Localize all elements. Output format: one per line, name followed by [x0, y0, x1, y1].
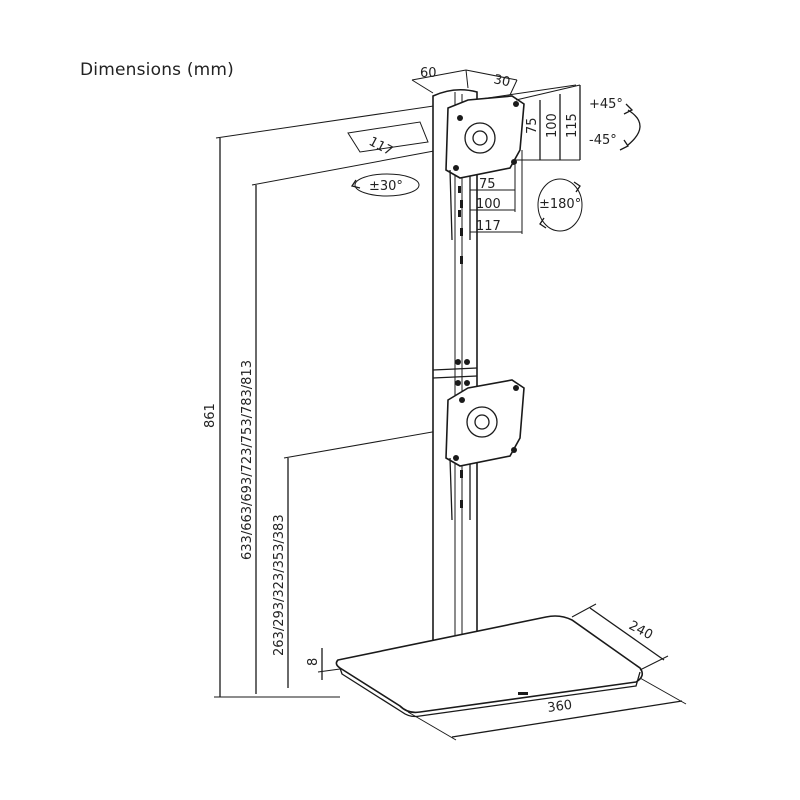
label-base-width: 360 [546, 698, 573, 716]
label-total-height: 861 [203, 403, 218, 428]
height-dimension-lines [214, 84, 577, 698]
label-base-height: 8 [306, 658, 321, 666]
label-base-depth: 240 [626, 618, 655, 643]
label-pole-depth: 30 [492, 72, 511, 90]
label-upper-heights: 633/663/693/723/753/783/813 [240, 360, 255, 560]
label-vesa-100-w: 100 [476, 197, 501, 212]
vesa-vertical-dimensions [514, 84, 581, 161]
label-vesa-100-h: 100 [545, 113, 560, 138]
upper-vesa-plate [445, 95, 525, 241]
rotation-arrow-icon [537, 178, 583, 232]
label-swivel: ±30° [369, 179, 403, 194]
label-vesa-75-h: 75 [525, 117, 540, 134]
label-rotation: ±180° [539, 197, 581, 212]
diagram-title: Dimensions (mm) [80, 60, 235, 80]
swivel-arrow-icon [350, 173, 420, 197]
lower-vesa-plate [445, 379, 525, 521]
label-plate-117-w: 117 [476, 219, 501, 234]
label-plate-115-h: 115 [565, 113, 580, 138]
base-plate [335, 603, 687, 741]
pole-top-dimensions [411, 69, 518, 96]
arm-offset-dimension [347, 121, 429, 153]
label-pole-width: 60 [420, 66, 437, 81]
label-tilt-down: -45° [589, 133, 617, 148]
vesa-horizontal-dimensions [470, 150, 523, 234]
pole [432, 88, 478, 656]
label-lower-heights: 263/293/323/353/383 [272, 514, 287, 656]
tilt-arrow-icon [619, 103, 641, 151]
label-tilt-up: +45° [589, 97, 623, 112]
label-vesa-75-w: 75 [479, 177, 496, 192]
label-arm-offset: 117 [366, 134, 395, 159]
